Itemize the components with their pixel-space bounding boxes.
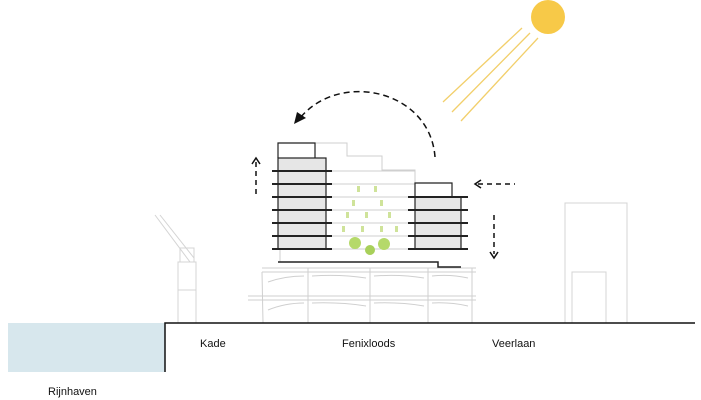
arrowhead-icon [294,112,306,124]
label-veerlaan: Veerlaan [492,338,536,350]
sun-rays [442,27,539,122]
up-arrow-icon [251,156,261,196]
crane [154,214,197,324]
down-arrow-icon [489,215,499,260]
label-kade: Kade [200,338,226,350]
label-rijnhaven: Rijnhaven [48,386,97,398]
podium-slab [278,261,461,268]
right-tower [408,182,468,250]
label-fenixloods: Fenixloods [342,338,396,350]
sun-icon [531,0,565,34]
greenery [342,186,398,255]
wind-rotation-arrow [299,90,436,158]
veerlaan-building [564,202,628,324]
fenixloods-hall [248,267,476,324]
left-arrow-icon [473,179,515,189]
water-rijnhaven [8,323,165,372]
left-tower [272,142,332,250]
ground-line [164,322,695,372]
